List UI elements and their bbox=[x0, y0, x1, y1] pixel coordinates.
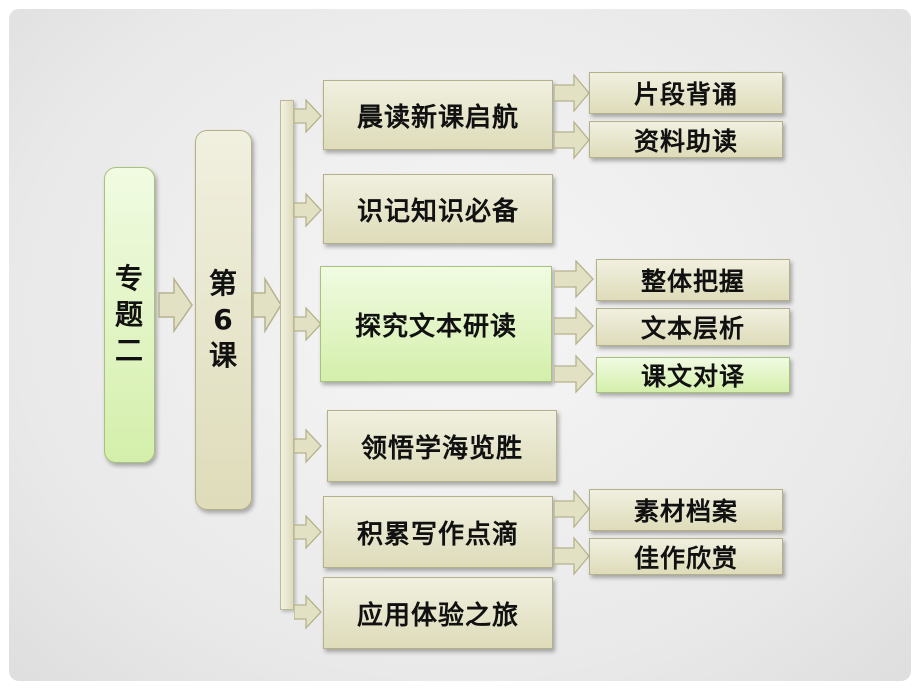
arrow-right-icon bbox=[294, 98, 322, 134]
connector-bar bbox=[280, 100, 294, 610]
section-label: 晨读新课启航 bbox=[356, 102, 519, 133]
node-lesson: 第 6 课 bbox=[195, 130, 252, 510]
section-box: 晨读新课启航 bbox=[323, 80, 553, 150]
arrow-right-icon bbox=[294, 428, 322, 464]
node-lesson-char: 第 bbox=[208, 267, 238, 300]
child-label: 资料助读 bbox=[633, 126, 738, 156]
arrow-right-icon bbox=[294, 514, 322, 550]
section-box: 识记知识必备 bbox=[323, 174, 553, 244]
arrow-right-icon bbox=[554, 259, 594, 299]
section-label: 识记知识必备 bbox=[356, 196, 519, 227]
arrow-right-icon bbox=[554, 536, 590, 576]
child-box: 资料助读 bbox=[589, 121, 783, 158]
node-topic-char: 二 bbox=[114, 334, 144, 367]
child-label: 课文对译 bbox=[640, 362, 745, 391]
child-box: 片段背诵 bbox=[589, 72, 783, 114]
arrow-right-icon bbox=[158, 275, 194, 335]
child-label: 文本层析 bbox=[640, 314, 745, 343]
child-label: 佳作欣赏 bbox=[633, 543, 738, 573]
arrow-right-icon bbox=[554, 354, 594, 394]
child-box: 文本层析 bbox=[596, 308, 790, 346]
child-box: 佳作欣赏 bbox=[589, 538, 783, 575]
child-label: 整体把握 bbox=[640, 267, 745, 296]
arrow-right-icon bbox=[554, 489, 590, 529]
node-topic: 专 题 二 bbox=[104, 167, 155, 463]
arrow-right-icon bbox=[294, 594, 322, 630]
child-box-highlighted: 课文对译 bbox=[596, 357, 790, 393]
arrow-right-icon bbox=[554, 306, 594, 346]
child-label: 片段背诵 bbox=[633, 80, 738, 109]
section-label: 积累写作点滴 bbox=[356, 519, 519, 550]
arrow-right-icon bbox=[294, 306, 322, 342]
node-topic-char: 专 bbox=[114, 262, 144, 295]
arrow-right-icon bbox=[294, 192, 322, 228]
child-label: 素材档案 bbox=[633, 497, 738, 526]
section-box: 应用体验之旅 bbox=[323, 577, 553, 649]
section-box: 积累写作点滴 bbox=[323, 496, 553, 568]
node-topic-char: 题 bbox=[114, 298, 144, 331]
section-label: 应用体验之旅 bbox=[356, 600, 519, 631]
arrow-right-icon bbox=[554, 73, 590, 113]
arrow-right-icon bbox=[554, 120, 590, 160]
section-box-highlighted: 探究文本研读 bbox=[320, 266, 552, 382]
node-lesson-char: 课 bbox=[208, 339, 238, 372]
child-box: 整体把握 bbox=[596, 259, 790, 301]
node-lesson-char: 6 bbox=[213, 303, 234, 336]
section-label: 探究文本研读 bbox=[354, 311, 517, 342]
child-box: 素材档案 bbox=[589, 489, 783, 531]
section-box: 领悟学海览胜 bbox=[327, 410, 557, 482]
arrow-right-icon bbox=[252, 275, 282, 335]
section-label: 领悟学海览胜 bbox=[360, 433, 523, 464]
